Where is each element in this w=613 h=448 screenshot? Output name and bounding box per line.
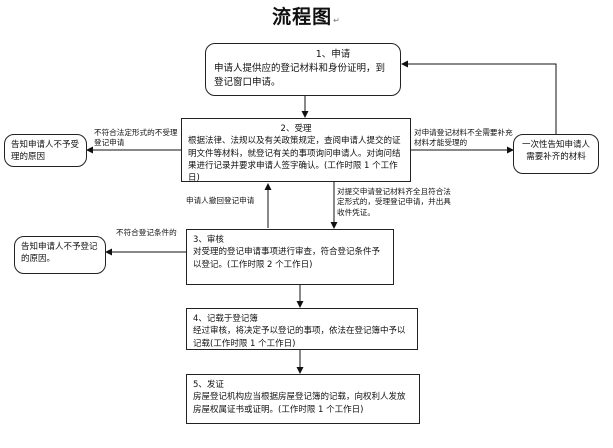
label-incomplete: 对申请登记材料不全需要补充材料才能受理的 — [414, 128, 513, 148]
label-complete: 对提交申请登记材料齐全且符合法定形式的，受理登记申请，并出具收件凭证。 — [337, 187, 451, 217]
supplement-text: 一次性告知申请人需要补齐的材料 — [521, 140, 590, 163]
step-record-head: 4、记载于登记簿 — [193, 314, 258, 324]
step-apply-head: 1、申请 — [315, 49, 351, 60]
step-issue-head: 5、发证 — [193, 380, 224, 390]
step-issue-box: 5、发证 房屋登记机构应当根据房屋登记簿的记载，向权利人发放房屋权属证书或证明。… — [186, 374, 420, 424]
step-review-body: 对受理的登记申请事项进行审查，符合登记条件予以登记。(工作时限 2 个工作日) — [193, 247, 381, 270]
reject-accept-text: 告知申请人不予受理的原因 — [11, 140, 80, 163]
reject-accept-box: 告知申请人不予受理的原因 — [4, 134, 87, 167]
label-not-meet: 不符合登记条件的 — [116, 228, 177, 237]
arrow-supplement-to-apply — [401, 60, 557, 134]
reject-register-box: 告知申请人不予登记的原因。 — [14, 236, 106, 274]
supplement-box: 一次性告知申请人需要补齐的材料 — [513, 134, 599, 174]
step-record-box: 4、记载于登记簿 经过审核，将决定予以登记的事项，依法在登记簿中予以记载(工作时… — [186, 308, 418, 350]
step-accept-body: 根据法律、法规以及有关政策规定，查阅申请人提交的证明文件等材料，就登记有关的事项… — [188, 136, 401, 184]
step-accept-box: 2、受理 根据法律、法规以及有关政策规定，查阅申请人提交的证明文件等材料，就登记… — [181, 118, 411, 184]
step-record-body: 经过审核，将决定予以登记的事项，依法在登记簿中予以记载(工作时限 1 个工作日) — [193, 326, 406, 349]
page-title: 流程图↵ — [272, 6, 341, 28]
step-issue-body: 房屋登记机构应当根据房屋登记簿的记载，向权利人发放房屋权属证书或证明。(工作时限… — [193, 392, 406, 415]
reject-register-text: 告知申请人不予登记的原因。 — [21, 242, 98, 265]
step-accept-head: 2、受理 — [280, 124, 312, 134]
label-withdraw: 申请人撤回登记申请 — [186, 196, 255, 205]
step-review-box: 3、审核 对受理的登记申请事项进行审查，符合登记条件予以登记。(工作时限 2 个… — [186, 229, 394, 285]
step-review-head: 3、审核 — [193, 235, 224, 245]
step-apply-body: 申请人提供应的登记材料和身份证明，到登记窗口申请。 — [214, 62, 386, 88]
step-apply-box: 1、申请 申请人提供应的登记材料和身份证明，到登记窗口申请。 — [205, 43, 401, 96]
label-not-legal: 不符合法定形式的不受理登记申请 — [94, 128, 178, 148]
